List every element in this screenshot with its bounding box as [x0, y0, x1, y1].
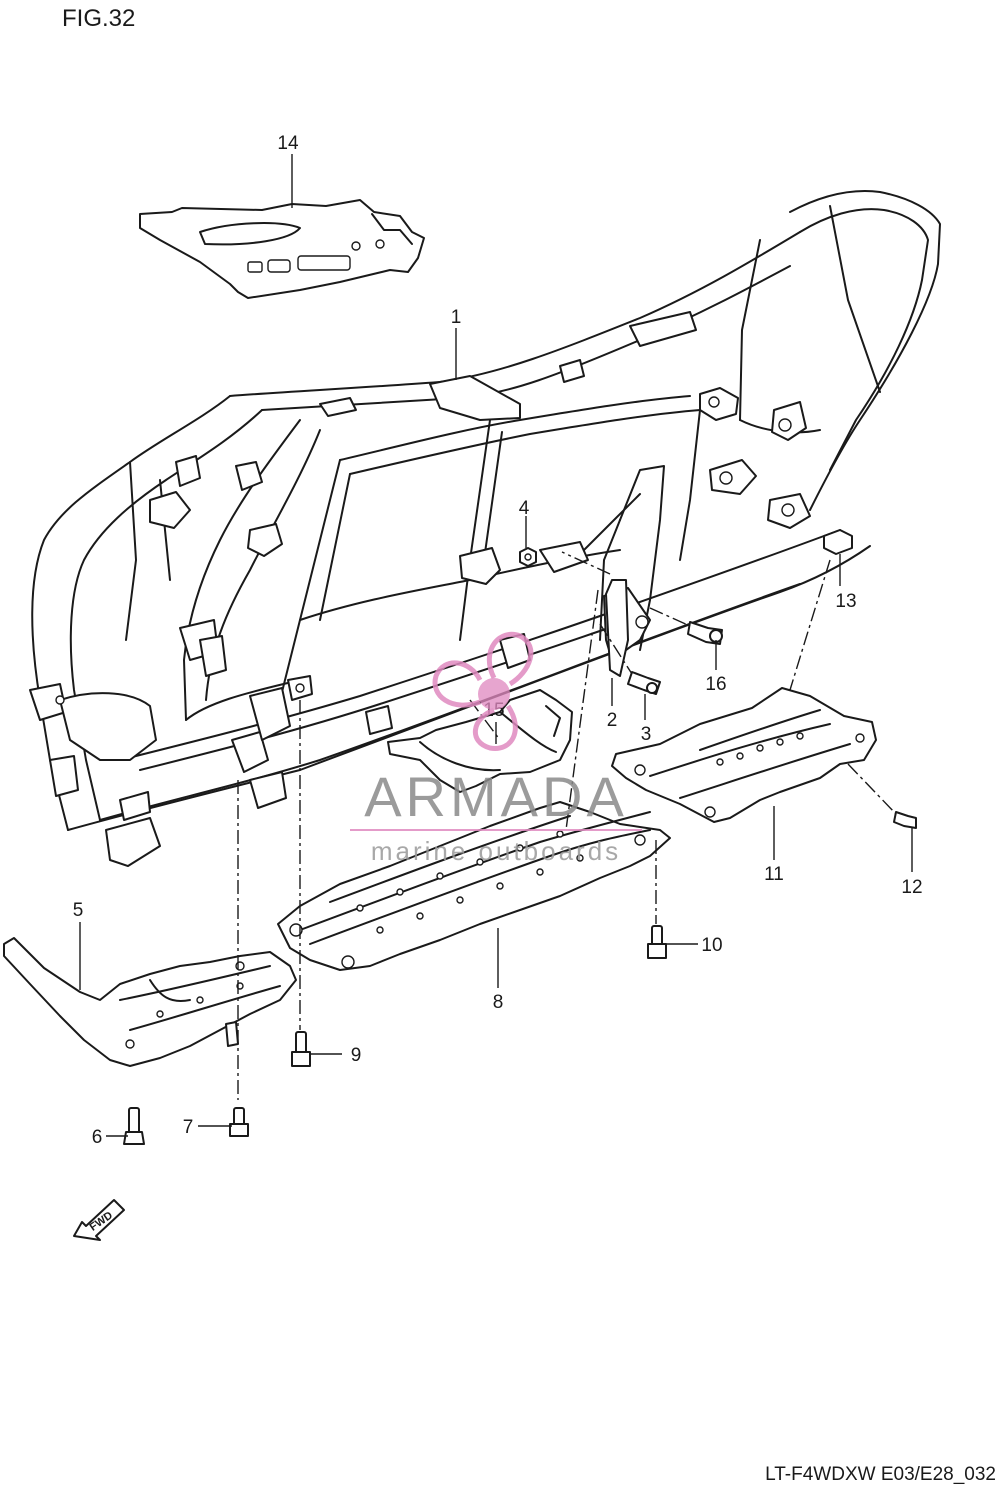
leader-lines [79, 154, 913, 1137]
part-7-bolt[interactable] [229, 1107, 249, 1137]
callout-16: 16 [705, 674, 726, 695]
part-1-main-frame[interactable] [29, 190, 941, 867]
part-3-bolt[interactable] [627, 671, 661, 695]
watermark-tagline: marine outboards [371, 836, 621, 866]
callout-7: 7 [183, 1117, 194, 1138]
callout-9: 9 [351, 1045, 362, 1066]
callout-12: 12 [901, 877, 922, 898]
callout-4: 4 [519, 498, 530, 519]
part-16-bolt[interactable] [687, 621, 723, 645]
part-14-cover-plate[interactable] [139, 199, 425, 299]
callout-11: 11 [764, 864, 784, 885]
part-10-bolt[interactable] [647, 925, 667, 959]
callout-8: 8 [493, 992, 504, 1013]
part-12-bolt[interactable] [893, 811, 917, 829]
part-13-bushing[interactable] [823, 529, 853, 555]
watermark: ARMADA marine outboards [350, 631, 642, 866]
callout-2: 2 [607, 710, 618, 731]
callout-3: 3 [641, 724, 652, 745]
callout-14: 14 [277, 133, 299, 154]
callout-13: 13 [835, 591, 856, 612]
part-4-nut[interactable] [519, 547, 537, 567]
part-9-bolt[interactable] [291, 1031, 311, 1067]
propeller-logo [432, 631, 534, 751]
part-2-bracket[interactable] [605, 579, 629, 677]
part-11-rear-skid-plate[interactable] [611, 687, 877, 823]
callout-1: 1 [451, 307, 462, 328]
figure-title: FIG.32 [62, 5, 135, 32]
part-5-front-skid-plate[interactable] [3, 937, 297, 1067]
watermark-brand: ARMADA [364, 765, 628, 828]
callout-6: 6 [92, 1127, 103, 1148]
callout-5: 5 [73, 900, 84, 921]
callout-labels: 14 1 2 3 4 5 6 7 8 9 10 11 12 13 15 16 [73, 133, 923, 1148]
drawing-code: LT-F4WDXW E03/E28_032 [765, 1464, 996, 1485]
part-6-bolt[interactable] [123, 1107, 145, 1145]
part-8-center-skid-plate[interactable] [277, 801, 671, 971]
callout-10: 10 [701, 935, 722, 956]
alignment-lines [237, 551, 897, 1100]
fwd-arrow-icon: FWD [73, 1199, 125, 1241]
